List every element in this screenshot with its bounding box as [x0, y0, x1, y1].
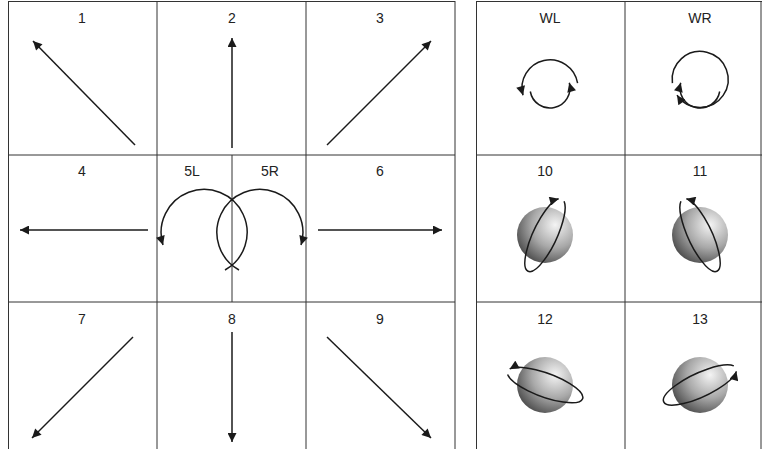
turn-arrow: [161, 189, 247, 270]
direction-arrow: [327, 337, 431, 438]
cell-label: 7: [78, 311, 86, 327]
cell-label: 5R: [261, 163, 279, 179]
grid-line: [625, 1, 626, 449]
orbit-arrows: [505, 195, 741, 413]
orbit-arrow: [517, 195, 572, 276]
direction-arrow: [231, 332, 233, 442]
cell-label: 10: [537, 163, 553, 179]
turn-arrow: [217, 189, 303, 270]
rotation-arrow: [672, 51, 728, 107]
cell-label: 11: [693, 163, 708, 179]
rotation-arrow: [680, 83, 720, 108]
grid-lines: [8, 1, 762, 449]
grid-line: [476, 302, 762, 303]
spheres: [517, 207, 728, 413]
cell-label: 2: [228, 10, 236, 26]
grid-line: [476, 1, 477, 449]
direction-arrow: [231, 38, 233, 148]
cell-label: 4: [78, 163, 86, 179]
direction-arrow: [318, 229, 442, 231]
cell-label: 6: [376, 163, 384, 179]
grid-line: [232, 155, 233, 302]
grid-line: [761, 1, 762, 449]
grid-line: [306, 1, 307, 449]
cell-label: 3: [376, 10, 384, 26]
direction-arrow: [32, 337, 133, 438]
cell-label: 8: [228, 311, 236, 327]
grid-line: [455, 1, 456, 449]
grid-line: [8, 1, 455, 2]
grid-line: [476, 1, 762, 2]
direction-arrow: [33, 41, 135, 145]
cell-label: WL: [540, 10, 561, 26]
cell-label: 13: [692, 311, 708, 327]
rotation-arrow: [530, 83, 570, 108]
sphere: [517, 357, 573, 413]
orbit-arrow: [505, 360, 587, 409]
grid-line: [476, 155, 762, 156]
direction-arrows: [20, 38, 728, 442]
cell-label: WR: [688, 10, 711, 26]
cell-label: 12: [537, 311, 553, 327]
orbit-arrow: [659, 358, 740, 413]
cell-label: 9: [376, 311, 384, 327]
grid-line: [8, 1, 9, 449]
orbit-arrow: [673, 195, 728, 276]
grid-line: [157, 1, 158, 449]
cell-label: 5L: [184, 163, 200, 179]
cell-label: 1: [78, 10, 86, 26]
direction-arrow: [327, 41, 431, 145]
direction-arrow: [20, 229, 148, 231]
